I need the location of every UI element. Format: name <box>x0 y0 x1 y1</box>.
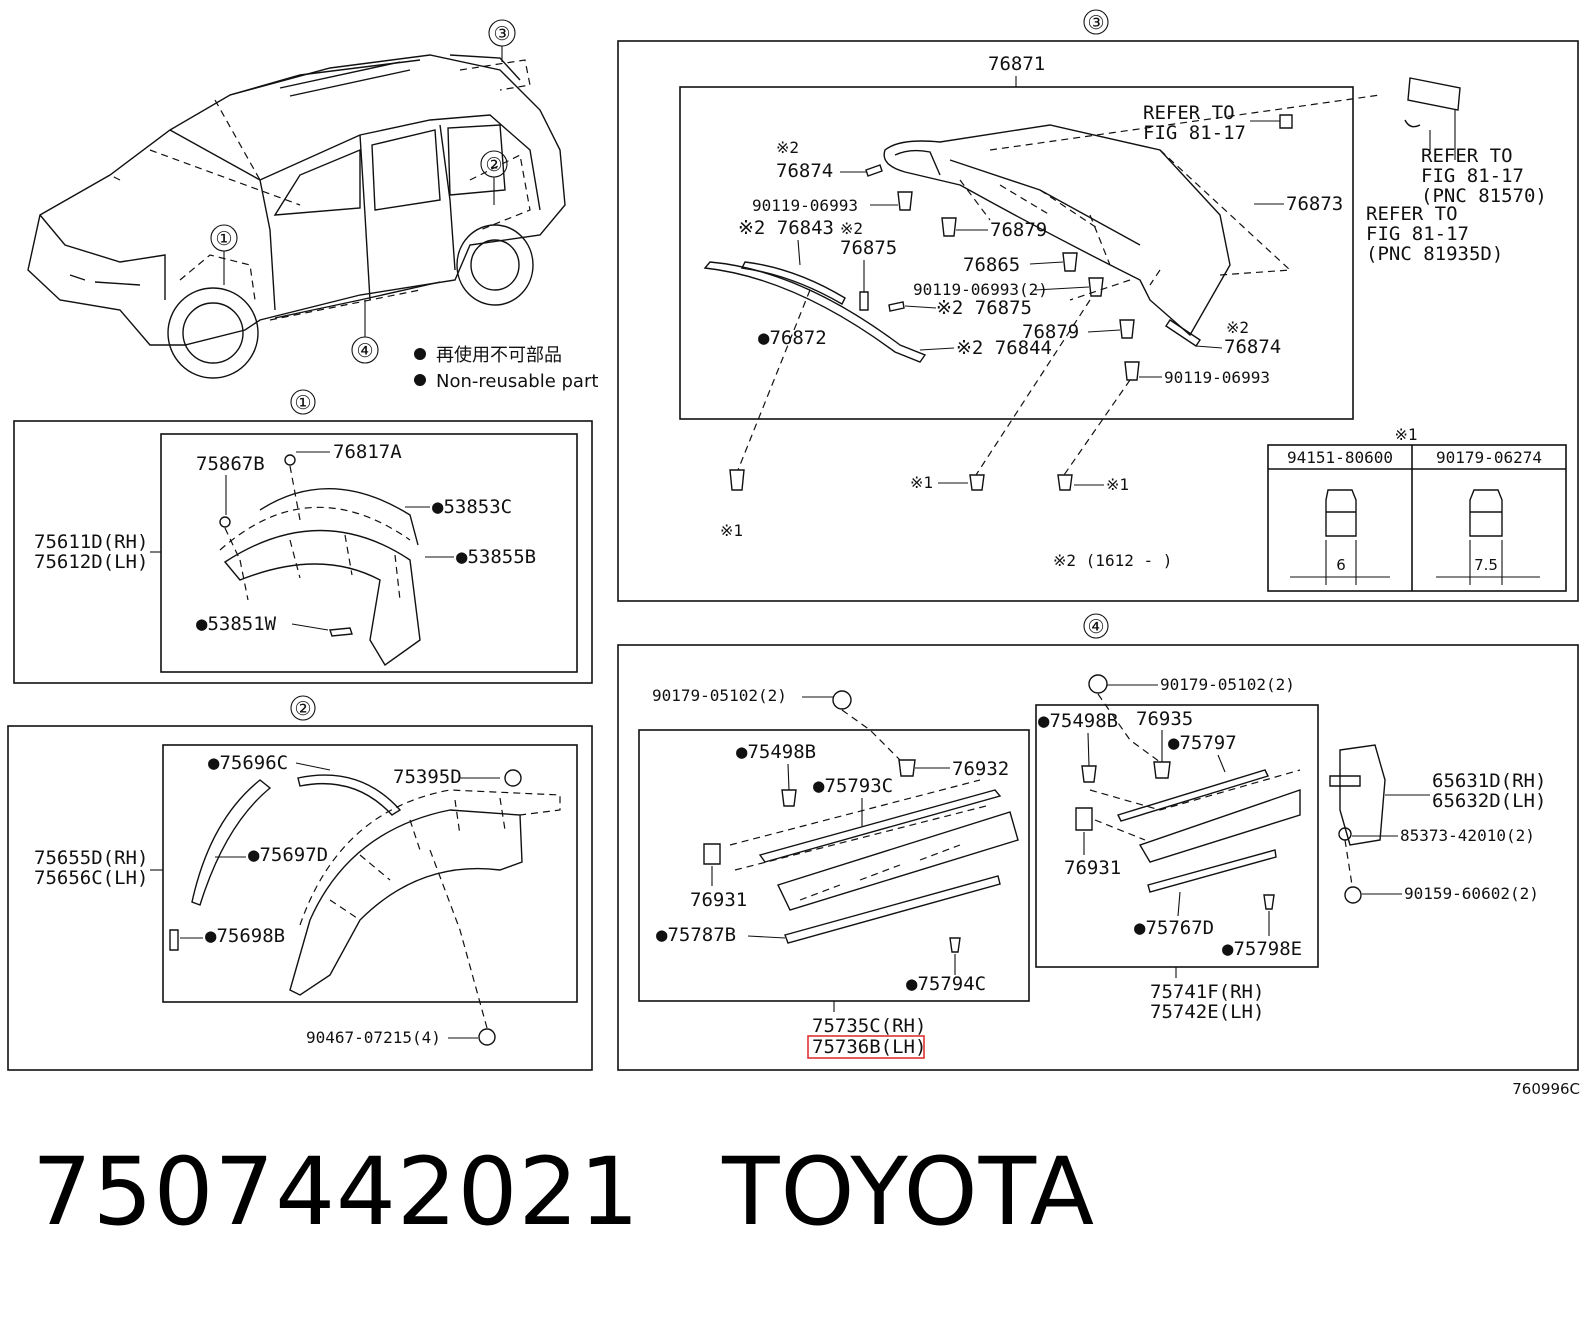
overview-callout-4: ④ <box>356 340 373 362</box>
sec3-table-dim-1: 6 <box>1336 556 1346 574</box>
sec4-part-65631D: 65631D(RH) <box>1432 770 1546 792</box>
sec3-refer1-line1: REFER TO <box>1143 102 1235 124</box>
sec4-assembly-b-rh: 75741F(RH) <box>1150 981 1264 1003</box>
footer-part-number: 7507442021 <box>32 1138 641 1247</box>
section-2-number: ② <box>294 698 311 720</box>
section-4-number: ④ <box>1087 616 1104 638</box>
footer-brand: TOYOTA <box>722 1138 1096 1247</box>
sec4-part-75798E: ●75798E <box>1222 938 1302 960</box>
sec3-table-header-2: 90179-06274 <box>1436 448 1542 467</box>
legend: 再使用不可部品 Non-reusable part <box>414 345 598 392</box>
sec4-part-75767D: ●75767D <box>1134 917 1214 939</box>
section-1: ① 75611D(RH) 75612D(LH) 75867B 76817A ●5… <box>13 389 593 684</box>
sec3-part-76865: 76865 <box>963 254 1020 276</box>
section-3: ③ 76871 <box>617 9 1579 602</box>
sec4-part-75797: ●75797 <box>1168 732 1237 754</box>
sec3-part-76875-a: 76875 <box>840 237 897 259</box>
sec4-part-65632D: 65632D(LH) <box>1432 790 1546 812</box>
sec2-assembly-rh: 75655D(RH) <box>34 847 148 869</box>
sec4-assembly-a-rh: 75735C(RH) <box>812 1015 926 1037</box>
sec4-part-75498B-a: ●75498B <box>736 741 816 763</box>
sec1-part-53855B: ●53855B <box>456 546 536 568</box>
sec4-part-75794C: ●75794C <box>906 973 986 995</box>
figure-code: 760996C <box>1512 1080 1580 1098</box>
sec4-part-90159-60602: 90159-60602(2) <box>1404 884 1539 903</box>
sec3-refer3-line2: FIG 81-17 <box>1366 223 1469 245</box>
sec4-part-75787B: ●75787B <box>656 924 736 946</box>
sec1-part-75867B: 75867B <box>196 453 265 475</box>
sec3-note1-b: ※1 <box>910 473 933 492</box>
sec3-table-header-1: 94151-80600 <box>1287 448 1393 467</box>
sec3-mark-76874-b: ※2 <box>1226 318 1249 337</box>
overview-callout-3: ③ <box>493 23 510 45</box>
sec2-part-75696C: ●75696C <box>208 752 288 774</box>
sec2-assembly-lh: 75656C(LH) <box>34 867 148 889</box>
highlight-75736B <box>807 1035 925 1059</box>
sec3-refer1-line2: FIG 81-17 <box>1143 122 1246 144</box>
sec3-part-76873: 76873 <box>1286 193 1343 215</box>
sec3-mark-76875: ※2 <box>840 219 863 238</box>
section-2: ② 75655D(RH) 75656C(LH) ●75696C 75395D ●… <box>7 695 593 1071</box>
sec4-part-90179-05102-b: 90179-05102(2) <box>1160 675 1295 694</box>
sec4-part-75793C: ●75793C <box>813 775 893 797</box>
sec4-assembly-b-lh: 75742E(LH) <box>1150 1001 1264 1023</box>
overview-callout-1: ① <box>215 228 232 250</box>
sec3-part-90119-06993-a: 90119-06993 <box>752 196 858 215</box>
sec4-part-76932: 76932 <box>952 758 1009 780</box>
section-1-number: ① <box>294 392 311 414</box>
vehicle-overview: ③ ② ① ④ <box>27 19 566 379</box>
sec3-note2: ※2 (1612 - ) <box>1053 551 1172 570</box>
sec4-assembly-a-lh: 75736B(LH) <box>812 1036 926 1058</box>
sec3-part-90119-06993-b: 90119-06993 <box>1164 368 1270 387</box>
sec3-assembly: 76871 <box>988 53 1045 75</box>
legend-en: Non-reusable part <box>436 371 598 392</box>
sec3-part-76844: ※2 76844 <box>956 337 1052 359</box>
sec3-mark-76874: ※2 <box>776 138 799 157</box>
section-3-number: ③ <box>1087 12 1104 34</box>
legend-jp: 再使用不可部品 <box>436 345 562 366</box>
sec1-part-53851W: ●53851W <box>196 613 277 635</box>
sec1-assembly-lh: 75612D(LH) <box>34 551 148 573</box>
sec4-part-90179-05102-a: 90179-05102(2) <box>652 686 787 705</box>
sec3-note1-a: ※1 <box>720 521 743 540</box>
sec1-part-53853C: ●53853C <box>432 496 512 518</box>
sec3-table-dim-2: 7.5 <box>1474 556 1498 574</box>
sec4-part-75498B-b: ●75498B <box>1038 710 1118 732</box>
footer-caption: 7507442021 TOYOTA <box>32 1138 1095 1248</box>
sec4-part-76931-b: 76931 <box>1064 857 1121 879</box>
overview-callout-2: ② <box>485 154 502 176</box>
sec3-table-mark: ※1 <box>1394 425 1417 444</box>
sec3-part-76879-b: 76879 <box>1022 321 1079 343</box>
sec2-part-75697D: ●75697D <box>248 844 328 866</box>
sec2-part-75698B: ●75698B <box>205 925 285 947</box>
sec3-part-90119-06993-2: 90119-06993(2) <box>913 280 1048 299</box>
sec3-refer2-line2: FIG 81-17 <box>1421 165 1524 187</box>
sec3-refer3-line3: (PNC 81935D) <box>1366 243 1503 265</box>
sec3-part-76874-b: 76874 <box>1224 336 1281 358</box>
sec4-part-85373-42010: 85373-42010(2) <box>1400 826 1535 845</box>
sec3-part-76874-a: 76874 <box>776 160 833 182</box>
sec3-part-76879-a: 76879 <box>990 219 1047 241</box>
sec3-note1-c: ※1 <box>1106 475 1129 494</box>
sec1-part-76817A: 76817A <box>333 441 402 463</box>
sec2-part-90467-07215: 90467-07215(4) <box>306 1028 441 1047</box>
sec3-part-76843: ※2 76843 <box>738 217 834 239</box>
sec3-refer2-line3: (PNC 81570) <box>1421 185 1547 207</box>
sec2-part-75395D: 75395D <box>393 766 462 788</box>
sec4-part-76935: 76935 <box>1136 708 1193 730</box>
sec3-refer3-line1: REFER TO <box>1366 203 1458 225</box>
sec1-assembly-rh: 75611D(RH) <box>34 531 148 553</box>
sec3-part-76872: ●76872 <box>758 327 827 349</box>
sec4-part-76931-a: 76931 <box>690 889 747 911</box>
sec3-refer2-line1: REFER TO <box>1421 145 1513 167</box>
section-4: ④ 90179-05102(2) 90179 <box>617 613 1579 1071</box>
sec3-part-76875-b: ※2 76875 <box>936 297 1032 319</box>
